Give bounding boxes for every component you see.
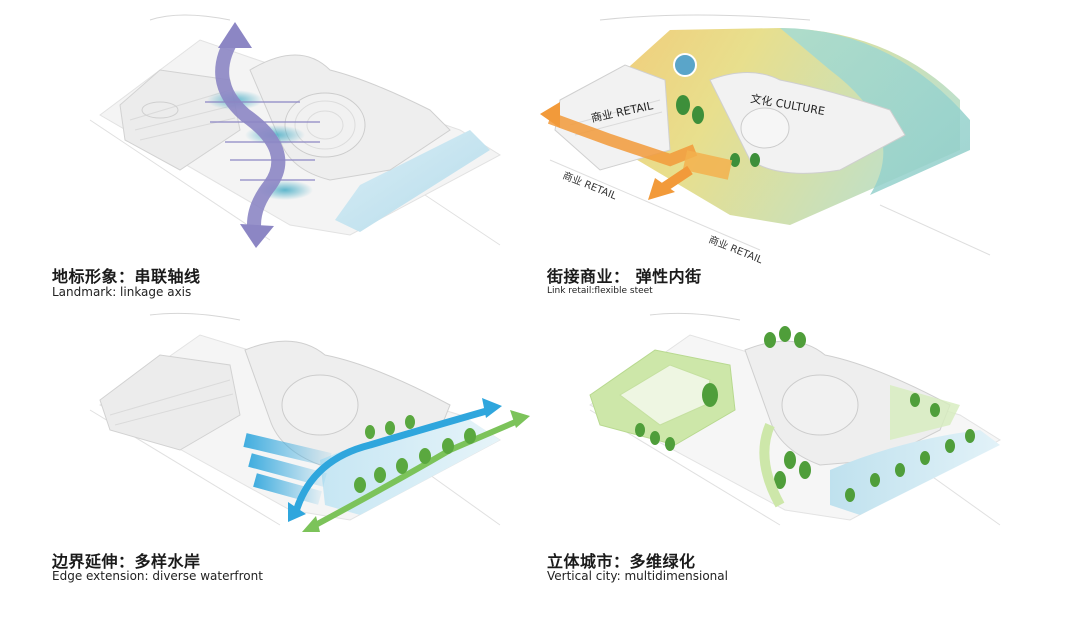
arrow-head-left-icon <box>540 102 560 128</box>
retail-street-diagram: 商业 RETAIL 文化 CULTURE 商业 RETAIL 商业 RETAIL <box>540 14 991 267</box>
water-area <box>830 430 1000 515</box>
dome <box>281 374 359 436</box>
green-terrace <box>890 385 960 440</box>
panel-title: 街接商业： 弹性内街 <box>547 267 702 286</box>
road-line <box>549 159 761 251</box>
panel-subtitle: Link retail:flexible steet <box>547 286 653 296</box>
arrow-head-up-icon <box>218 22 252 48</box>
retail-building <box>554 64 671 171</box>
panel-subtitle: Vertical city: multidimensional <box>547 569 728 583</box>
panel-vertical-city: 立体城市：多维绿化 Vertical city: multidimensiona… <box>530 310 1050 610</box>
retail-flow <box>547 112 698 167</box>
culture-building <box>709 72 906 174</box>
arrow-head-left-icon <box>288 502 306 522</box>
tree-cluster <box>676 95 760 167</box>
road-line <box>649 312 741 321</box>
retail-building <box>99 354 241 451</box>
dome <box>781 374 859 436</box>
building-lines <box>109 379 234 426</box>
retail-building <box>119 69 241 171</box>
plaza-ring <box>141 101 179 119</box>
arrow-head-down-icon <box>648 178 675 200</box>
linkage-axis <box>215 31 286 237</box>
dome-mesh <box>294 100 356 150</box>
panel-title: 立体城市：多维绿化 <box>547 552 696 571</box>
arrow-head-left-icon <box>302 516 320 532</box>
dome <box>740 107 790 149</box>
road-line <box>879 204 991 256</box>
waterfront-flow-arrow <box>291 406 491 516</box>
arrow-head-down-icon <box>240 224 274 248</box>
panel-title: 边界延伸：多样水岸 <box>52 552 201 571</box>
green-connector <box>759 423 785 508</box>
road-line <box>89 119 271 241</box>
panel-retail: 商业 RETAIL 文化 CULTURE 商业 RETAIL 商业 RETAIL… <box>530 10 1050 310</box>
arrow-head-right-icon <box>510 410 530 428</box>
panel-subtitle: Edge extension: diverse waterfront <box>52 569 263 583</box>
arrow-head-right-icon <box>482 398 502 418</box>
vertical-greening-diagram <box>589 312 1001 526</box>
road-line <box>599 14 811 21</box>
water-area <box>335 130 490 232</box>
waterfront-diagram <box>89 312 530 532</box>
road-line <box>149 14 231 21</box>
tree-cluster <box>635 326 975 502</box>
road-line <box>929 474 1001 526</box>
tree-row <box>354 415 476 493</box>
retail-flow-center <box>682 150 733 180</box>
road-line <box>429 474 501 526</box>
road-line <box>149 312 241 321</box>
panel-landmark: 地标形象：串联轴线 Landmark: linkage axis <box>30 10 550 310</box>
dome <box>284 92 366 158</box>
green-edge-arrow <box>308 417 522 531</box>
panel-title: 地标形象：串联轴线 <box>52 267 201 286</box>
street-label-bottom: 商业 RETAIL <box>707 233 765 267</box>
round-pavilion <box>673 53 697 77</box>
landmark-axis-diagram <box>89 14 501 248</box>
panel-waterfront: 边界延伸：多样水岸 Edge extension: diverse waterf… <box>30 310 550 610</box>
panel-subtitle: Landmark: linkage axis <box>52 285 192 299</box>
